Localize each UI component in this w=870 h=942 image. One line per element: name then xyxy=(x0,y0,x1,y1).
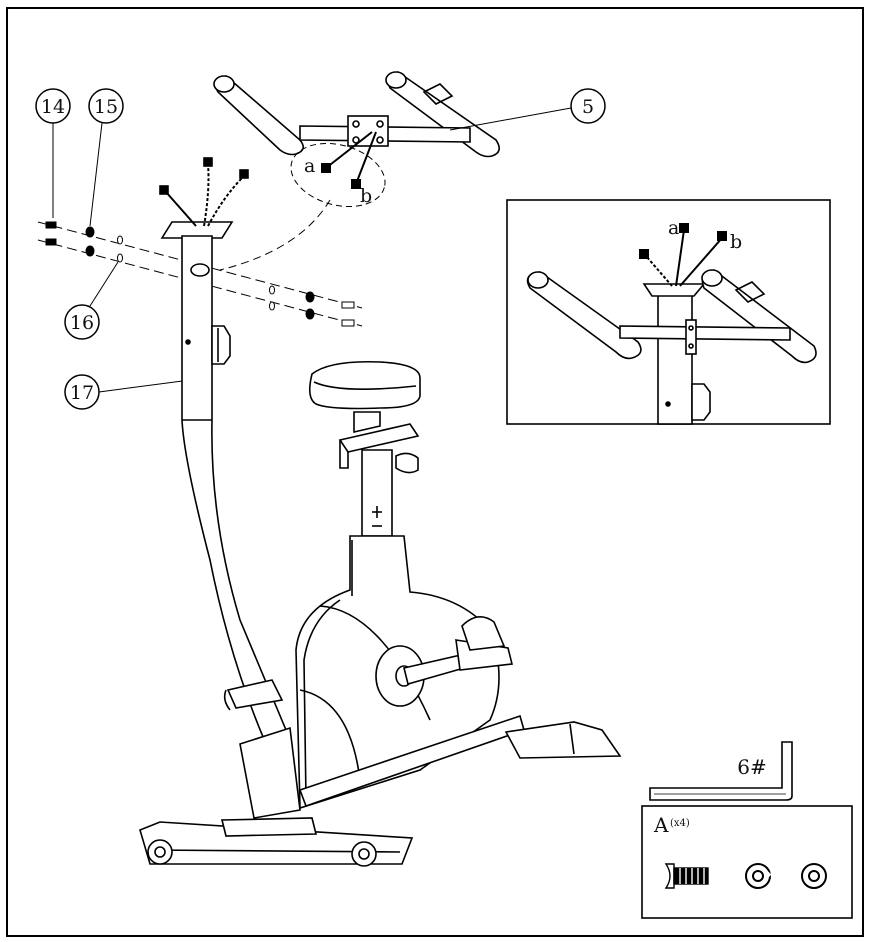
seat-assembly xyxy=(308,360,421,567)
washer-icon xyxy=(85,245,95,257)
base-frame xyxy=(139,721,622,867)
bolt-icon xyxy=(45,238,57,246)
spring-washer-icon xyxy=(745,863,772,889)
flywheel-shroud xyxy=(223,535,525,810)
callout-5: 5 xyxy=(449,88,606,131)
callout-5-label: 5 xyxy=(582,96,594,118)
handlebar-assembly xyxy=(213,71,500,158)
hardware-letter: A xyxy=(653,813,669,837)
hardware-quantity: (x4) xyxy=(670,818,690,829)
front-post xyxy=(159,157,287,746)
callout-17-label: 17 xyxy=(70,382,94,404)
callout-16: 16 xyxy=(64,261,119,340)
page-border xyxy=(6,7,864,937)
inset-label-a: a xyxy=(668,217,679,239)
bolt-icon xyxy=(341,301,355,309)
lock-washer-icon xyxy=(269,285,275,295)
washer-icon xyxy=(305,308,315,320)
wrench-size-label: 6# xyxy=(737,755,766,779)
bolt-icon xyxy=(341,319,355,327)
callout-15-label: 15 xyxy=(94,96,118,118)
inset-label-b: b xyxy=(730,231,742,253)
allen-wrench: 6# xyxy=(649,741,793,801)
inset-detail: a b xyxy=(506,199,831,425)
cable-label-a: a xyxy=(304,155,315,177)
lock-washer-icon xyxy=(269,301,275,311)
bolt-icon xyxy=(45,221,57,229)
washer-icon xyxy=(305,291,315,303)
cable-label-b: b xyxy=(360,185,372,207)
washer-icon xyxy=(85,226,95,238)
hex-bolt-icon xyxy=(664,863,709,889)
assembly-guide-line xyxy=(219,199,331,271)
lock-washer-icon xyxy=(117,235,123,245)
lock-washer-icon xyxy=(117,253,123,263)
fasteners-right xyxy=(269,285,355,327)
callout-16-label: 16 xyxy=(70,312,94,334)
handlebar-cables xyxy=(321,131,377,189)
hardware-box: A (x4) xyxy=(641,805,853,919)
fasteners-left xyxy=(45,221,123,263)
callout-14-label: 14 xyxy=(41,96,65,118)
callout-17: 17 xyxy=(64,374,191,410)
callout-15: 15 xyxy=(88,88,124,227)
callout-14: 14 xyxy=(35,88,71,218)
cable-detail-ellipse xyxy=(290,142,386,208)
flat-washer-icon xyxy=(801,863,827,889)
